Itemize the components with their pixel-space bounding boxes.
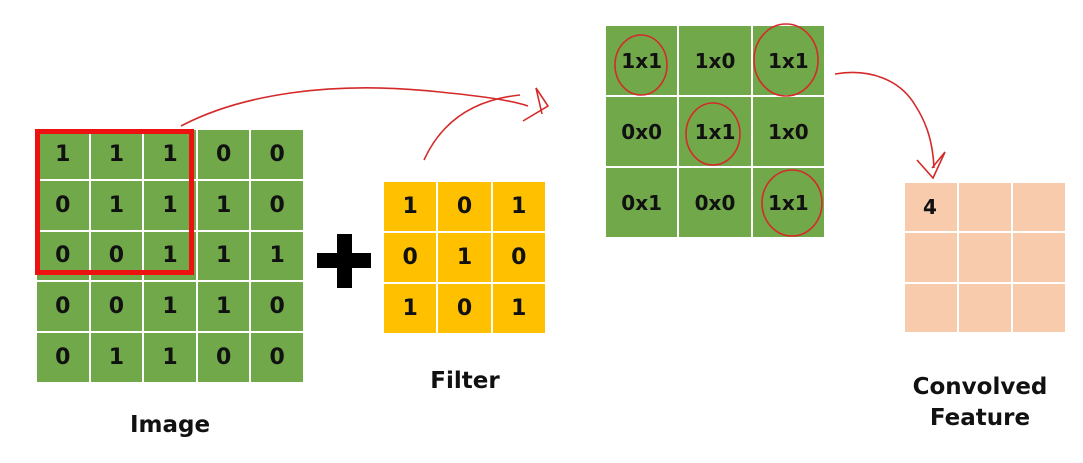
image-cell: 0 <box>90 282 143 332</box>
image-cell: 1 <box>144 130 196 179</box>
feature-cell <box>959 233 1011 282</box>
filter-cell: 1 <box>438 233 491 282</box>
image-cell: 0 <box>37 333 89 382</box>
image-cell: 0 <box>37 180 89 230</box>
feature-cell <box>959 283 1011 332</box>
image-cell: 0 <box>90 231 143 281</box>
product-cell: 1x1 <box>606 26 678 95</box>
product-cell: 1x1 <box>752 168 824 237</box>
filter-cell: 1 <box>384 284 437 333</box>
image-cell: 0 <box>251 130 303 179</box>
image-cell: 0 <box>251 180 303 230</box>
feature-cell <box>1013 183 1065 232</box>
feature-cell <box>959 183 1011 232</box>
filter-cell: 0 <box>384 233 437 282</box>
product-cell: 1x1 <box>679 97 751 166</box>
image-cell: 0 <box>197 333 250 382</box>
filter-cell: 1 <box>492 284 545 333</box>
convolved-feature-caption: Convolved Feature <box>880 372 1080 434</box>
arrow-products-to-feature-head <box>916 151 946 180</box>
image-cell: 0 <box>37 282 89 332</box>
convolved-feature-matrix: 4 <box>905 183 1065 332</box>
image-caption: Image <box>129 412 211 438</box>
plus-icon <box>317 234 371 288</box>
image-cell: 1 <box>90 333 143 382</box>
convolved-feature-caption-line2: Feature <box>929 405 1031 432</box>
image-cell: 0 <box>37 231 89 281</box>
feature-cell <box>1013 233 1065 282</box>
filter-cell: 0 <box>438 284 491 333</box>
image-cell: 1 <box>197 231 250 281</box>
arrow-image-to-products-head <box>522 87 550 122</box>
image-cell: 1 <box>144 333 196 382</box>
image-cell: 0 <box>197 130 250 179</box>
feature-cell <box>1013 283 1065 332</box>
image-cell: 1 <box>144 180 196 230</box>
arrow-products-to-feature <box>834 71 935 169</box>
product-cell: 0x1 <box>606 168 678 237</box>
filter-cell: 0 <box>438 182 491 231</box>
product-cell: 1x0 <box>679 26 751 95</box>
convolved-feature-caption-line1: Convolved <box>912 374 1048 400</box>
image-cell: 1 <box>37 130 89 179</box>
filter-cell: 0 <box>492 233 545 282</box>
image-cell: 1 <box>197 282 250 332</box>
arrow-filter-to-products <box>423 94 521 161</box>
feature-cell <box>905 283 957 332</box>
image-cell: 1 <box>251 231 303 281</box>
feature-cell: 4 <box>905 183 957 232</box>
image-cell: 1 <box>144 282 196 332</box>
product-cell: 1x0 <box>752 97 824 166</box>
product-cell: 0x0 <box>679 168 751 237</box>
arrow-image-to-products <box>180 87 529 127</box>
filter-cell: 1 <box>492 182 545 231</box>
image-cell: 0 <box>251 333 303 382</box>
product-cell: 1x1 <box>752 26 824 95</box>
image-cell: 0 <box>251 282 303 332</box>
filter-caption: Filter <box>430 368 500 394</box>
image-cell: 1 <box>197 180 250 230</box>
image-cell: 1 <box>90 130 143 179</box>
image-cell: 1 <box>90 180 143 230</box>
feature-cell <box>905 233 957 282</box>
filter-cell: 1 <box>384 182 437 231</box>
product-cell: 0x0 <box>606 97 678 166</box>
image-cell: 1 <box>144 231 196 281</box>
